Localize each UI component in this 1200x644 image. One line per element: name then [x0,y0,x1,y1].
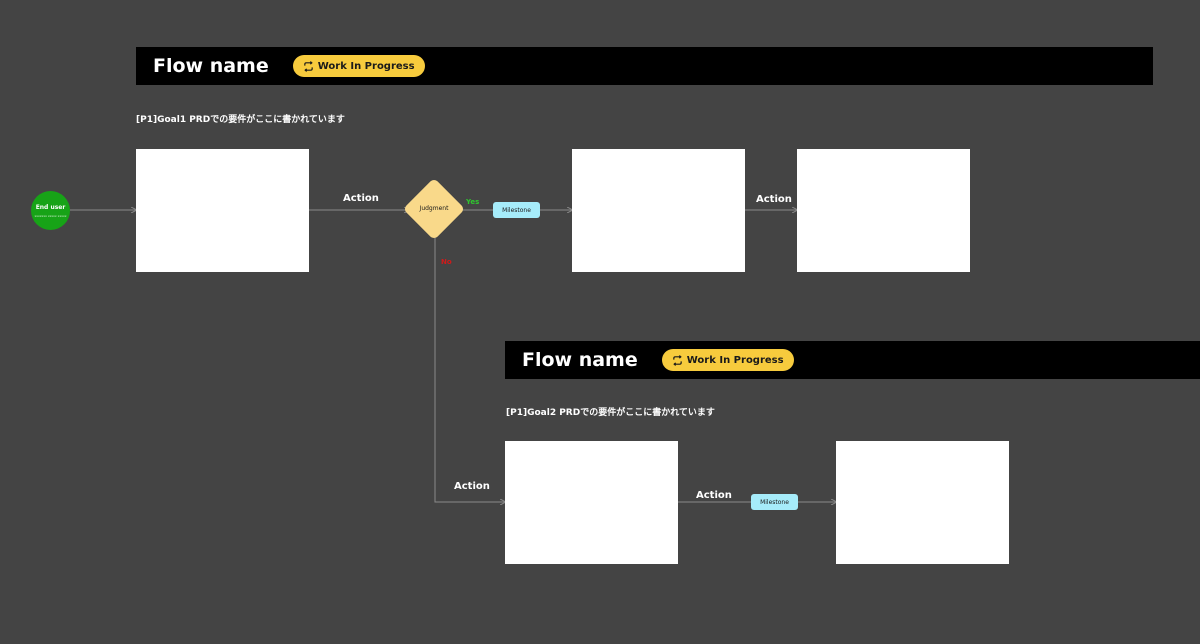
refresh-arrows-icon [672,354,683,366]
flow-title: Flow name [153,55,269,77]
end-user-title: End user [35,203,66,211]
screen-frame-2[interactable] [572,149,745,272]
connector-judgment-no-branch [434,234,505,502]
screen-frame-5[interactable] [836,441,1009,564]
status-badge[interactable]: Work In Progress [661,349,794,371]
end-user-node[interactable]: End user xxxxxxx xxxxx xxxxx [31,191,70,230]
flow-header-2: Flow name Work In Progress [505,341,1200,379]
refresh-arrows-icon [303,60,314,72]
goal-description-2: [P1]Goal2 PRDでの要件がここに書かれています [506,408,715,418]
milestone-tag-2[interactable]: Milestone [751,494,798,510]
goal-description-1: [P1]Goal1 PRDでの要件がここに書かれています [136,115,345,125]
end-user-subtitle: xxxxxxx xxxxx xxxxx [34,213,67,218]
action-label: Action [343,193,379,204]
flow-title: Flow name [522,349,638,371]
judgment-yes-label: Yes [466,198,480,206]
action-label: Action [696,490,732,501]
screen-frame-1[interactable] [136,149,309,272]
action-label: Action [756,194,792,205]
flow-header-1: Flow name Work In Progress [136,47,1153,85]
judgment-label: Judgment [419,205,449,212]
status-badge-label: Work In Progress [317,60,415,72]
action-label: Action [454,481,490,492]
judgment-no-label: No [441,258,452,266]
status-badge-label: Work In Progress [686,354,784,366]
screen-frame-4[interactable] [505,441,678,564]
screen-frame-3[interactable] [797,149,970,272]
status-badge[interactable]: Work In Progress [292,55,425,77]
milestone-tag-1[interactable]: Milestone [493,202,540,218]
